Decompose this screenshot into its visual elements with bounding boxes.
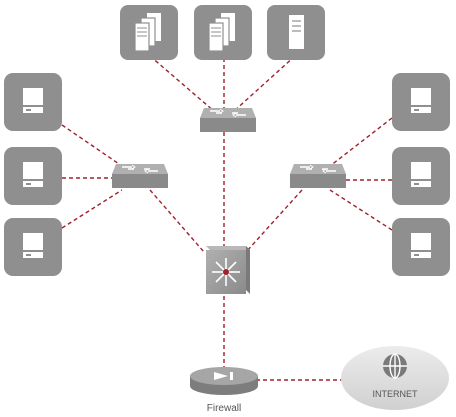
server-icon[interactable] bbox=[267, 5, 325, 60]
globe-icon bbox=[383, 353, 407, 379]
link-ws-r3-rightswitch bbox=[329, 189, 393, 231]
link-server3-topswitch bbox=[232, 55, 296, 113]
link-ws-l3-leftswitch bbox=[61, 189, 123, 229]
links bbox=[61, 55, 393, 381]
internet-cloud[interactable]: INTERNET bbox=[341, 346, 449, 410]
internet-label: INTERNET bbox=[373, 389, 419, 399]
workstation-icon[interactable] bbox=[392, 73, 450, 131]
link-server1-topswitch bbox=[149, 55, 216, 113]
link-rightswitch-core bbox=[245, 189, 303, 253]
link-leftswitch-core bbox=[149, 189, 205, 253]
switch-icon[interactable] bbox=[200, 108, 256, 132]
workstation-icon[interactable] bbox=[392, 218, 450, 276]
core-switch-icon[interactable] bbox=[206, 246, 250, 294]
switch-icon[interactable] bbox=[290, 164, 346, 188]
link-ws-r1-rightswitch bbox=[329, 117, 393, 167]
server-stack-icon[interactable] bbox=[194, 5, 252, 60]
workstation-icon[interactable] bbox=[4, 147, 62, 205]
workstation-icon[interactable] bbox=[392, 147, 450, 205]
workstation-icon[interactable] bbox=[4, 73, 62, 131]
firewall-icon[interactable] bbox=[190, 367, 258, 395]
workstation-icon[interactable] bbox=[4, 218, 62, 276]
switch-icon[interactable] bbox=[112, 164, 168, 188]
firewall-label: Firewall bbox=[207, 403, 241, 414]
link-ws-l1-leftswitch bbox=[61, 124, 123, 167]
server-stack-icon[interactable] bbox=[120, 5, 178, 60]
